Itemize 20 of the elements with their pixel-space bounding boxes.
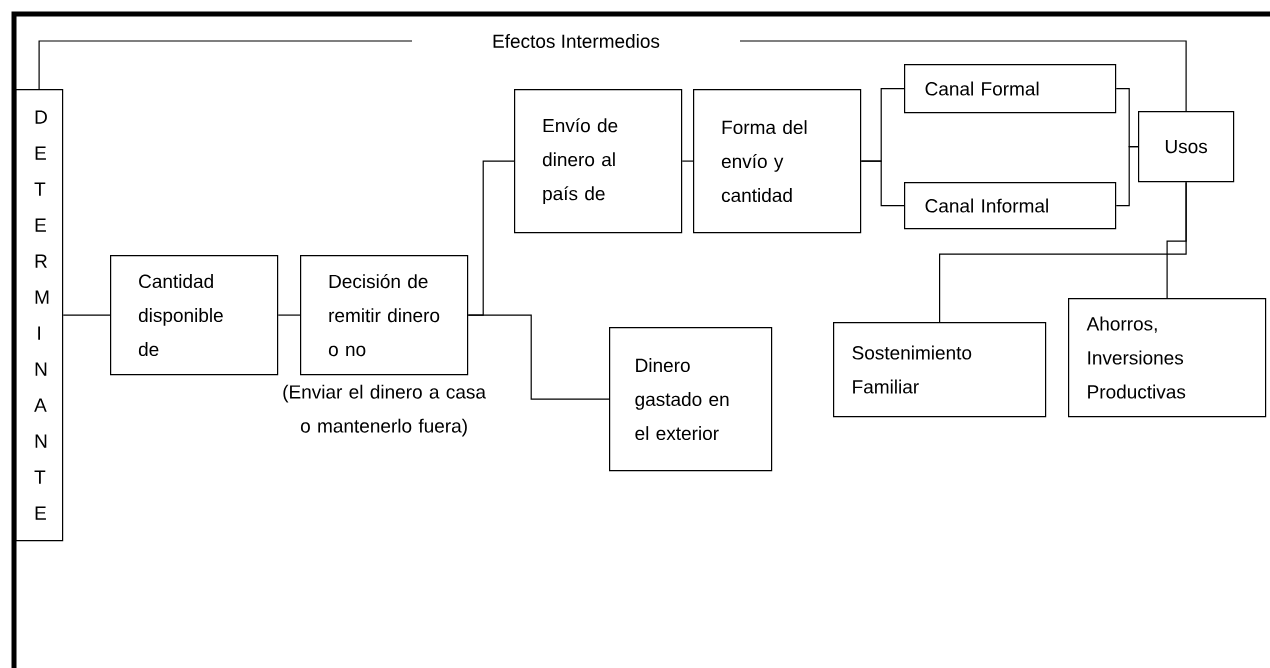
process-box: Ahorros, Inversiones Productivas xyxy=(1068,298,1267,418)
connector-line xyxy=(467,314,610,400)
edge-label: Efectos Intermedios xyxy=(493,34,660,48)
connector-line xyxy=(860,160,905,207)
process-box: Canal Informal xyxy=(904,182,1117,230)
process-box: Canal Formal xyxy=(904,64,1117,114)
connector-line xyxy=(62,314,111,316)
process-box: Sostenimiento Familiar xyxy=(833,322,1047,418)
process-box: Forma del envío y cantidad xyxy=(693,89,862,234)
process-box: Usos xyxy=(1138,111,1235,183)
connector-line xyxy=(277,314,301,316)
vertical-label-box: D E T E R M I N A N T E xyxy=(15,89,64,542)
process-box: Decisión de remitir dinero o no xyxy=(300,255,469,376)
process-box: Envío de dinero al país de xyxy=(514,89,683,234)
process-box: Cantidad disponible de xyxy=(110,255,279,376)
connector-line xyxy=(1115,146,1139,207)
annotation-text: (Enviar el dinero a casa o mantenerlo fuera) xyxy=(283,384,486,437)
connector-line xyxy=(681,160,694,162)
connector-line xyxy=(1166,181,1187,299)
process-box: Dinero gastado en el exterior xyxy=(609,327,773,472)
